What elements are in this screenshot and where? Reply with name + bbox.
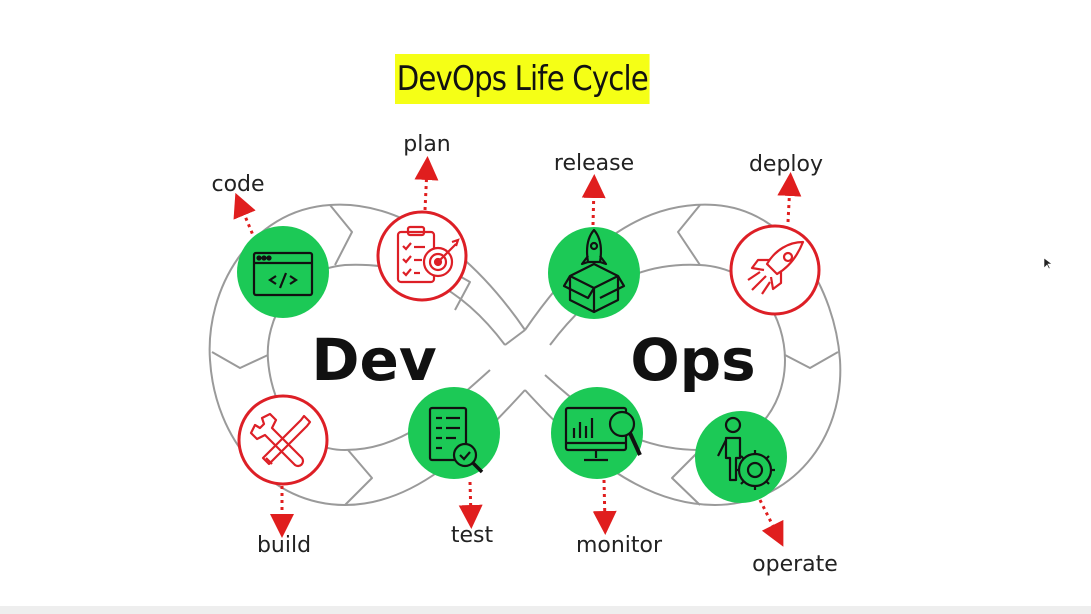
test-connector <box>458 481 483 529</box>
deploy-connector <box>777 172 802 223</box>
rocket-box-icon <box>562 228 626 314</box>
person-gear-icon <box>717 416 775 490</box>
wrench-screwdriver-icon <box>249 412 312 468</box>
clipboard-target-icon <box>396 225 460 284</box>
build-stage-circle <box>237 394 329 486</box>
stage-label-build: build <box>256 533 312 558</box>
code-window-icon <box>252 251 314 297</box>
infinity-loop <box>208 203 842 506</box>
monitor-connector <box>592 479 617 535</box>
monitor-chart-icon <box>564 406 642 462</box>
page-title: DevOps Life Cycle <box>395 54 650 104</box>
stage-connectors <box>233 156 802 547</box>
stage-label-code: code <box>211 172 265 197</box>
bottom-bar <box>0 606 1091 614</box>
test-stage-circle <box>408 387 500 479</box>
code-connector <box>233 192 257 241</box>
release-connector <box>581 174 606 226</box>
mouse-cursor-icon <box>1044 258 1052 270</box>
monitor-stage-circle <box>551 387 643 479</box>
rocket-icon <box>747 240 805 295</box>
stage-label-monitor: monitor <box>575 533 663 558</box>
checklist-magnifier-icon <box>428 406 484 474</box>
operate-connector <box>758 499 784 547</box>
stage-label-release: release <box>553 151 635 176</box>
plan-stage-circle <box>376 210 468 302</box>
ops-label: Ops <box>630 326 756 394</box>
stage-label-plan: plan <box>403 132 451 157</box>
stage-label-operate: operate <box>752 552 838 577</box>
stage-label-test: test <box>450 523 494 548</box>
deploy-stage-circle <box>729 224 821 316</box>
operate-stage-circle <box>695 411 787 503</box>
dev-label: Dev <box>311 326 437 394</box>
plan-connector <box>414 156 439 211</box>
stage-label-deploy: deploy <box>748 152 824 177</box>
release-stage-circle <box>548 227 640 319</box>
code-stage-circle <box>237 226 329 318</box>
